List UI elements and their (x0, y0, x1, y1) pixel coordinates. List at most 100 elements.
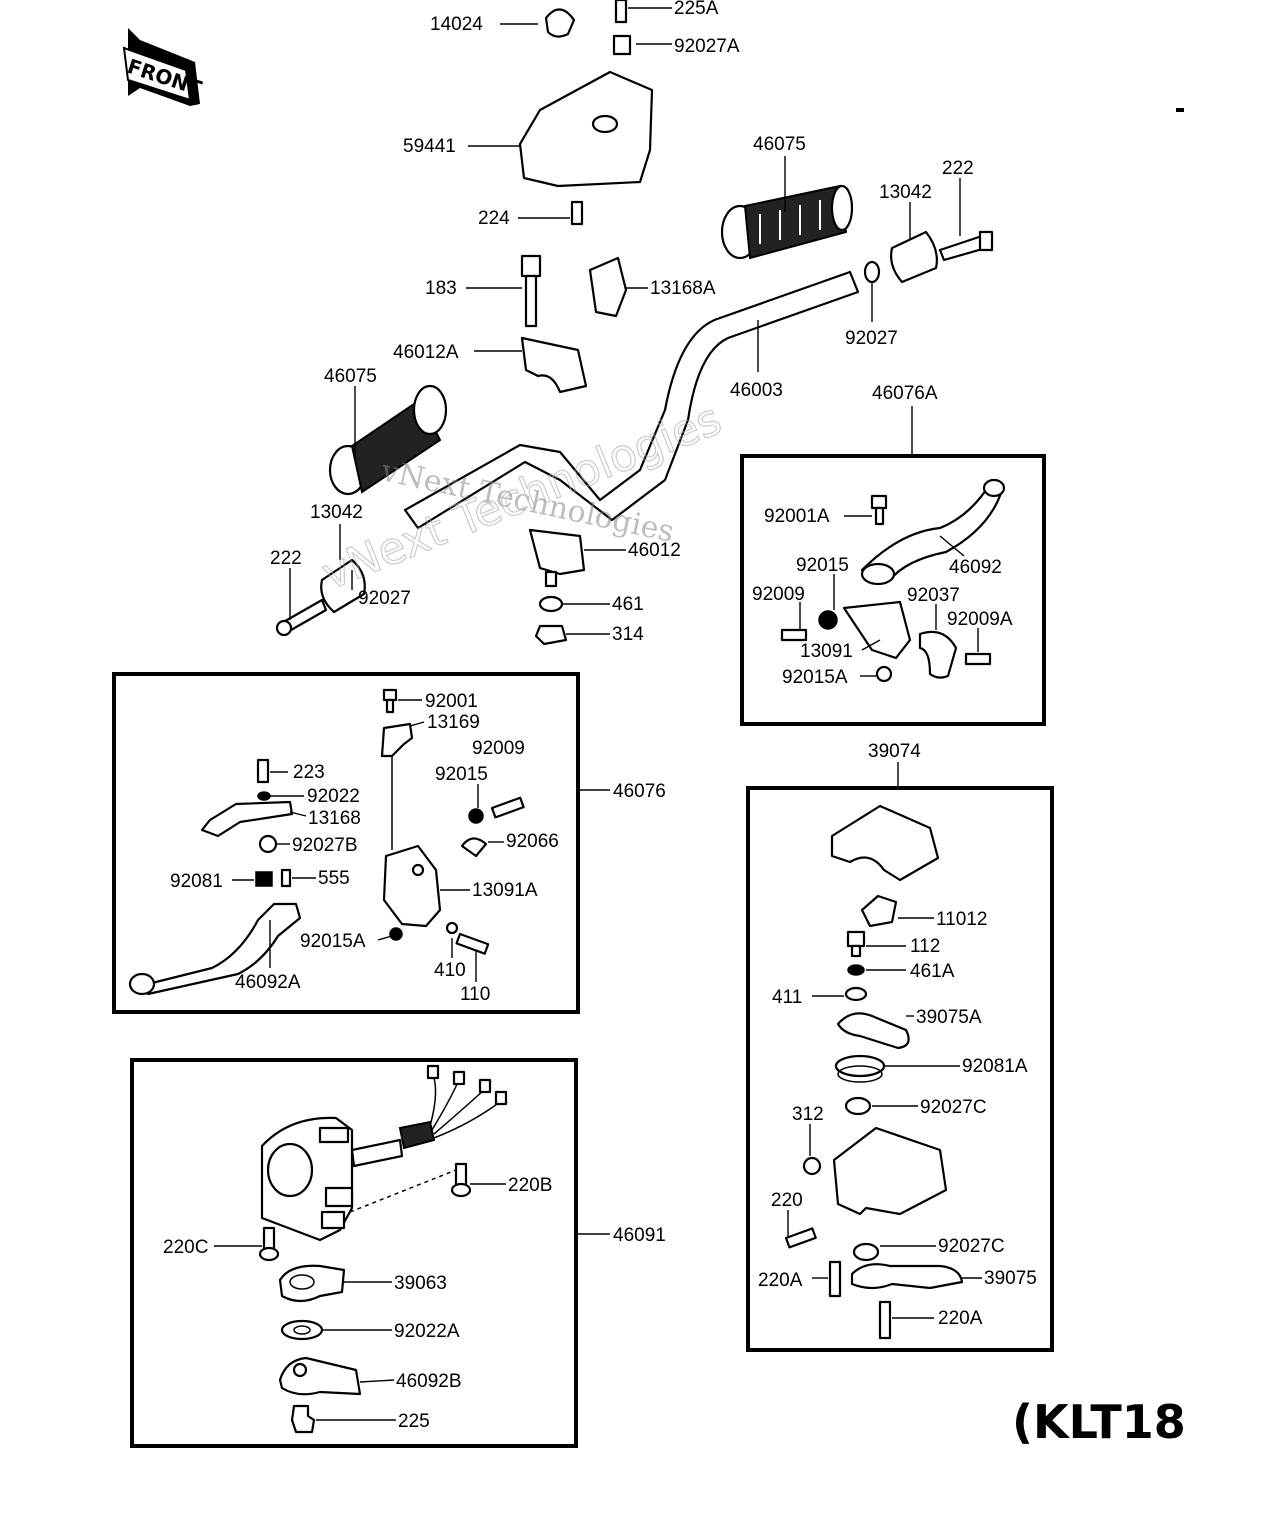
label-46075-right: 46075 (753, 134, 806, 155)
label-39075: 39075 (984, 1268, 1037, 1289)
label-555: 555 (318, 868, 350, 889)
assembly-46076-title: 46076 (613, 781, 666, 802)
label-46012: 46012 (628, 540, 681, 561)
master-cylinder-13091A (382, 844, 442, 928)
handlebar-holder-upper (520, 336, 588, 394)
screw-220C (262, 1226, 276, 1252)
assembly-39074-box (746, 786, 1054, 1352)
label-110: 110 (460, 984, 490, 1005)
label-46003: 46003 (730, 380, 783, 401)
bracket-13168A (588, 256, 628, 318)
bracket-13169 (380, 722, 414, 758)
label-183: 183 (425, 278, 457, 299)
label-13042-left: 13042 (310, 502, 363, 523)
label-39075A: 39075A (916, 1007, 982, 1028)
bar-end-weight-left (320, 558, 366, 614)
throttle-cover (830, 804, 940, 882)
label-13169: 13169 (427, 712, 480, 733)
collar-92027C-lower (852, 1242, 880, 1262)
label-46012A: 46012A (393, 342, 459, 363)
label-92009-46076: 92009 (472, 738, 525, 759)
assembly-46076A-title: 46076A (872, 383, 938, 404)
label-312: 312 (792, 1104, 824, 1125)
label-92009A: 92009A (947, 609, 1013, 630)
label-92027-left: 92027 (358, 588, 411, 609)
assembly-46091-title: 46091 (613, 1225, 666, 1246)
assembly-46091-box (130, 1058, 578, 1448)
screw-220A-lower (878, 1300, 892, 1340)
label-112: 112 (910, 936, 940, 957)
label-220C: 220C (163, 1237, 208, 1258)
leader-lines-46076 (232, 699, 504, 982)
label-224: 224 (478, 208, 510, 229)
label-13168A: 13168A (650, 278, 716, 299)
label-92027C: 92027C (920, 1097, 987, 1118)
screw-225 (290, 1404, 316, 1434)
label-13168: 13168 (308, 808, 361, 829)
lever-39075A (836, 1012, 910, 1050)
assembly-39074-title: 39074 (868, 741, 921, 762)
label-13042-right: 13042 (879, 182, 932, 203)
label-92066: 92066 (506, 831, 559, 852)
lever-46092A (138, 902, 302, 996)
washer-92022A (280, 1319, 324, 1341)
label-220B: 220B (508, 1175, 552, 1196)
label-92027-right: 92027 (845, 328, 898, 349)
label-411: 411 (772, 987, 802, 1008)
screw-92009A (964, 652, 992, 666)
label-59441: 59441 (403, 136, 456, 157)
handlebar-cover (518, 70, 654, 188)
screw-92009-46076 (490, 796, 525, 819)
front-arrow-icon: FRONT (122, 28, 205, 106)
label-14024: 14024 (430, 14, 483, 35)
label-92015: 92015 (796, 555, 849, 576)
bolt-112 (846, 930, 866, 948)
label-410: 410 (434, 960, 466, 981)
label-92022: 92022 (307, 786, 360, 807)
label-92027C-lower: 92027C (938, 1236, 1005, 1257)
label-46092A: 46092A (235, 972, 301, 993)
label-13091: 13091 (800, 641, 853, 662)
nut-312 (802, 1156, 822, 1176)
assembly-46076-box (112, 672, 580, 1014)
pin-555 (280, 868, 292, 888)
washer-411 (844, 986, 868, 1002)
corner-mark (1176, 108, 1184, 112)
lever-46092 (860, 478, 1006, 586)
grip-right (720, 184, 854, 260)
screw-92009 (780, 628, 808, 642)
label-225: 225 (398, 1411, 430, 1432)
label-92022A: 92022A (394, 1321, 460, 1342)
handlebar-switch-housing (260, 1116, 354, 1242)
model-code: (KLT185 (1012, 1395, 1218, 1449)
label-92015-46076: 92015 (435, 764, 488, 785)
model-code-clip (1186, 1390, 1280, 1450)
grip-left (328, 384, 448, 496)
label-220: 220 (771, 1190, 803, 1211)
label-92009: 92009 (752, 584, 805, 605)
label-92001A: 92001A (764, 506, 830, 527)
washer-461A (847, 964, 865, 976)
label-13091A: 13091A (472, 880, 538, 901)
spring-92081 (255, 871, 273, 887)
watermark-outline: vNext Technologies (315, 394, 728, 601)
washer-410 (445, 921, 459, 935)
leader-lines-46091 (214, 1183, 506, 1421)
nut-92015A (875, 665, 893, 683)
screw-220A-upper (828, 1260, 842, 1298)
label-39063: 39063 (394, 1273, 447, 1294)
lever-39075 (850, 1263, 964, 1290)
clamp-92037 (918, 630, 958, 679)
screw-220 (784, 1227, 817, 1249)
switch-wire-harness (350, 1064, 508, 1168)
throttle-housing (832, 1126, 948, 1216)
leader-lines-39074 (787, 917, 982, 1319)
label-92037: 92037 (907, 585, 960, 606)
leader-lines-46076A (799, 515, 979, 677)
label-92081A: 92081A (962, 1056, 1028, 1077)
handlebar-holder-lower (528, 528, 586, 576)
bolt-92001A (870, 494, 888, 510)
handlebar-tube (403, 270, 860, 530)
bolt-225A (614, 0, 628, 24)
